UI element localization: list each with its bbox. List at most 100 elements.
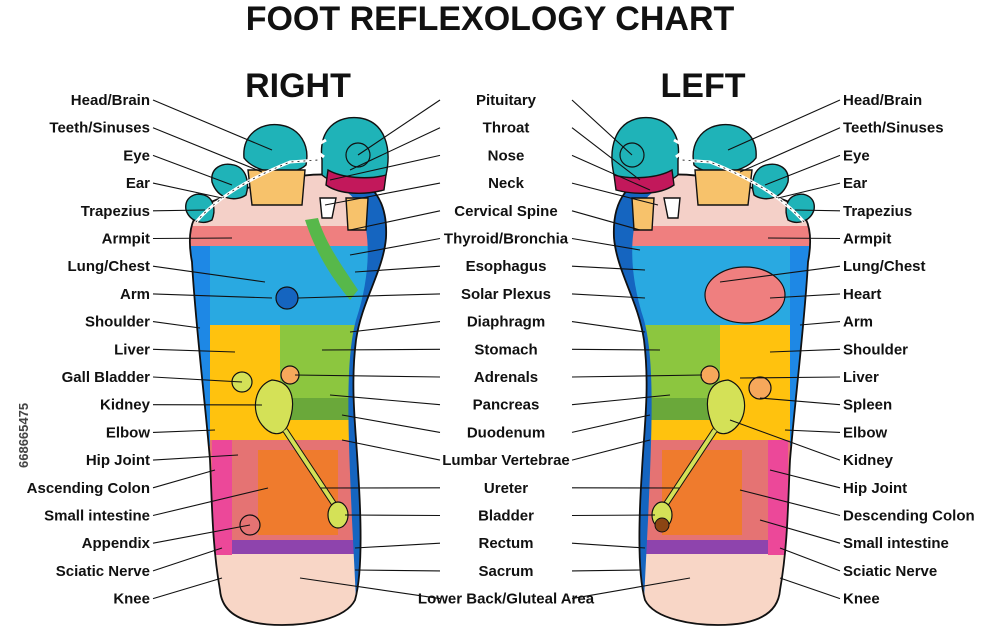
left-foot-title: LEFT — [661, 67, 746, 105]
zone-label: Armpit — [102, 231, 150, 248]
zone-label: Thyroid/Bronchia — [444, 231, 569, 248]
leader-line — [571, 154, 651, 191]
leader-line — [727, 99, 841, 151]
zone-label: Sciatic Nerve — [843, 563, 937, 580]
zone-label: Heart — [843, 286, 881, 303]
zone-label: Kidney — [843, 452, 894, 469]
zone-label: Ear — [843, 175, 867, 192]
leader-line — [341, 414, 441, 433]
leader-line — [152, 237, 233, 240]
zone-label: Hip Joint — [86, 452, 150, 469]
zone-label: Diaphragm — [467, 314, 545, 331]
zone-label: Neck — [488, 175, 525, 192]
leader-line — [739, 489, 841, 517]
leader-line — [767, 237, 841, 240]
leader-line — [321, 348, 441, 351]
leader-line — [571, 127, 641, 181]
leader-line — [152, 321, 201, 329]
leader-line — [571, 439, 651, 461]
zone-label: Ear — [126, 175, 150, 192]
zone-label: Elbow — [106, 424, 150, 441]
leader-line — [329, 154, 441, 181]
zone-label: Esophagus — [466, 258, 547, 275]
leader-line — [152, 182, 223, 199]
zone-label: Small intestine — [843, 535, 949, 552]
leader-line — [571, 394, 671, 406]
leader-line — [571, 514, 656, 517]
leader-line — [152, 524, 251, 544]
zone-label: Bladder — [478, 508, 534, 525]
leader-line — [571, 265, 646, 271]
zone-label: Armpit — [843, 231, 891, 248]
right-foot-illustration — [185, 116, 389, 626]
zone-label: Lung/Chest — [68, 258, 151, 275]
leader-line — [571, 542, 646, 549]
leader-line — [152, 429, 216, 433]
zone-label: Hip Joint — [843, 480, 907, 497]
zone-label: Lower Back/Gluteal Area — [418, 591, 595, 608]
leader-line — [324, 182, 441, 206]
zone-label: Spleen — [843, 397, 892, 414]
leader-line — [152, 348, 236, 353]
zone-label: Teeth/Sinuses — [49, 120, 150, 137]
zone-label: Stomach — [474, 341, 537, 358]
leader-line — [571, 210, 641, 231]
leader-line — [357, 99, 441, 156]
leader-line — [799, 321, 841, 326]
leader-line — [152, 454, 239, 461]
leader-line — [341, 439, 441, 461]
zone-label: Trapezius — [81, 203, 150, 220]
leader-line — [152, 127, 263, 173]
zone-label: Cervical Spine — [454, 203, 557, 220]
leader-line — [571, 321, 646, 333]
leader-line — [152, 265, 266, 283]
leader-line — [759, 397, 841, 406]
leader-line — [571, 348, 661, 351]
right-foot-labels: Head/BrainTeeth/SinusesEyeEarTrapeziusAr… — [27, 92, 273, 608]
left-foot-illustration — [611, 116, 815, 626]
leader-line — [571, 182, 659, 206]
leader-line — [354, 569, 441, 572]
zone-label: Duodenum — [467, 424, 545, 441]
leader-line — [152, 547, 223, 572]
leader-line — [152, 99, 273, 151]
leader-line — [571, 374, 703, 378]
zone-label: Knee — [843, 591, 880, 608]
leader-line — [152, 487, 269, 517]
leader-line — [152, 376, 243, 383]
right-foot-title: RIGHT — [245, 67, 351, 105]
zone-label: Head/Brain — [843, 92, 922, 109]
zone-label: Nose — [488, 147, 525, 164]
leader-line — [739, 376, 841, 379]
leader-line — [344, 514, 441, 517]
zone-label: Rectum — [478, 535, 533, 552]
chart-title: FOOT REFLEXOLOGY CHART — [246, 0, 735, 38]
leader-line — [769, 293, 841, 299]
leader-line — [769, 348, 841, 353]
leader-line — [152, 293, 273, 299]
zone-label: Gall Bladder — [62, 369, 151, 386]
leader-line — [349, 210, 441, 231]
watermark-id: 668665475 — [16, 403, 31, 468]
leader-line — [294, 374, 441, 378]
zone-label: Descending Colon — [843, 508, 975, 525]
leader-line — [571, 414, 651, 433]
zone-label: Shoulder — [85, 314, 150, 331]
leader-line — [739, 127, 841, 173]
zone-label: Eye — [843, 147, 870, 164]
zone-label: Arm — [120, 286, 150, 303]
zone-label: Pancreas — [473, 397, 540, 414]
zone-label: Throat — [483, 120, 530, 137]
leader-line — [764, 154, 841, 186]
leader-line — [349, 127, 441, 171]
leader-line — [571, 569, 641, 572]
zone-label: Lumbar Vertebrae — [442, 452, 570, 469]
zone-label: Shoulder — [843, 341, 908, 358]
zone-label: Elbow — [843, 424, 887, 441]
leader-line — [729, 419, 841, 461]
leader-line — [349, 321, 441, 333]
zone-label: Pituitary — [476, 92, 537, 109]
leader-line — [779, 577, 841, 600]
leader-line — [349, 237, 441, 256]
